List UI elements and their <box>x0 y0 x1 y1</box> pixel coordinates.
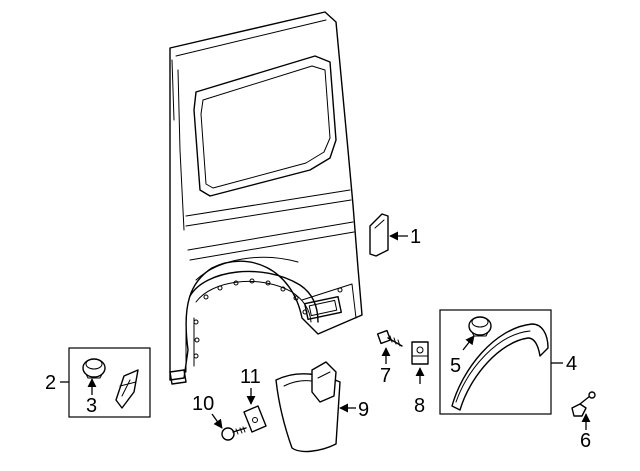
part-8-retainer <box>411 341 429 365</box>
callout-6: 6 <box>580 430 591 452</box>
callout-10: 10 <box>192 393 214 415</box>
callout-3: 3 <box>86 395 97 417</box>
part-11-clip-nut <box>243 405 267 433</box>
callout-1: 1 <box>410 226 421 248</box>
side-panel <box>169 11 363 385</box>
part-7-bolt <box>376 329 403 347</box>
part-3-clip <box>82 358 106 379</box>
part-6-push-pin <box>571 391 596 417</box>
leader-10 <box>211 413 223 429</box>
kit-box-2 <box>68 347 151 418</box>
arch-holes <box>193 278 308 359</box>
callout-5: 5 <box>450 355 461 377</box>
kit-box-4 <box>439 309 552 415</box>
kit-bracket <box>115 369 139 409</box>
leader-5 <box>462 335 475 351</box>
callout-9: 9 <box>358 399 369 421</box>
callout-2: 2 <box>45 372 56 394</box>
callout-8: 8 <box>414 395 425 417</box>
callout-11: 11 <box>240 366 261 388</box>
part-10-screw <box>221 426 247 441</box>
callout-7: 7 <box>380 365 391 387</box>
part-1-pad <box>369 213 389 257</box>
part-9-mud-flap <box>275 361 341 453</box>
part-4-wheel-opening-molding <box>451 323 549 411</box>
callout-4: 4 <box>566 353 577 375</box>
part-5-clip <box>468 316 492 337</box>
